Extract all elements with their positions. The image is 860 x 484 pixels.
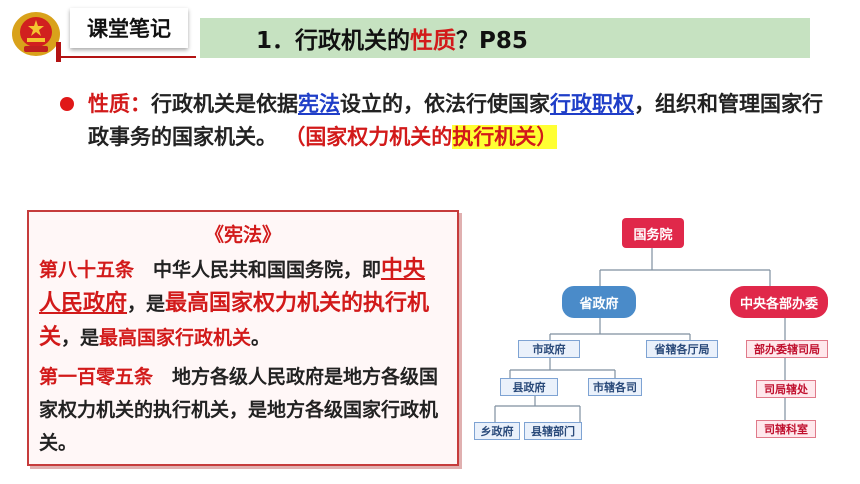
highlight-a: 国家权力机关的 [305, 125, 453, 149]
national-emblem-icon [10, 10, 62, 58]
article-85-label: 第八十五条 [39, 259, 135, 281]
topic-prefix: 1．行政机关的 [256, 28, 411, 54]
header-accent-bar [56, 42, 61, 62]
org-chart-connectors [494, 248, 786, 422]
article-85-text-2: ，是 [127, 293, 166, 315]
definition-text-1: 行政机关是依据 [151, 92, 298, 116]
highest-power-organ-term: 最高国家权力机关的执行机关 [39, 291, 430, 350]
topic-suffix: ？P85 [456, 28, 528, 54]
org-node-county-gov: 县政府 [500, 378, 558, 396]
central-government-term: 中央人民政府 [39, 257, 426, 316]
org-node-city-gov: 市政府 [518, 340, 580, 358]
org-node-provincial-gov: 省政府 [562, 286, 636, 318]
topic-keyword: 性质 [410, 28, 457, 54]
law-title: 《宪法》 [204, 224, 281, 246]
article-105: 第一百零五条 地方各级人民政府是地方各级国家权力机关的执行机关，是地方各级国家行… [39, 361, 447, 460]
org-node-city-departments: 市辖各司 [588, 378, 642, 396]
org-node-central-ministries: 中央各部办委 [730, 286, 828, 318]
org-node-bureau-divisions: 司局辖处 [756, 380, 816, 398]
org-node-county-departments: 县辖部门 [524, 422, 582, 440]
government-org-chart: 国务院 省政府 中央各部办委 市政府 省辖各厅局 部办委辖司局 县政府 市辖各司… [470, 210, 850, 470]
highest-admin-organ-term: 最高国家行政机关 [99, 327, 252, 349]
section-tag: 课堂笔记 [70, 8, 188, 48]
article-85-text-4: 。 [251, 327, 271, 349]
definition-text-2: 设立的，依法行使国家 [340, 92, 550, 116]
admin-power-link: 行政职权 [550, 92, 634, 116]
definition-text-3: ，组织和管理国家行政事务的国家机关。 [88, 92, 823, 149]
paren-close: ） [536, 125, 558, 149]
org-node-division-sections: 司辖科室 [756, 420, 816, 438]
paren-open: （ [284, 125, 306, 149]
definition-paragraph: 性质：行政机关是依据宪法设立的，依法行使国家行政职权，组织和管理国家行政事务的国… [60, 88, 830, 154]
org-node-state-council: 国务院 [622, 218, 684, 248]
topic-title-bar: 1．行政机关的性质？P85 [200, 18, 810, 58]
constitution-excerpt-box: 《宪法》 第八十五条 中华人民共和国国务院，即中央人民政府，是最高国家权力机关的… [27, 210, 459, 466]
org-node-township-gov: 乡政府 [474, 422, 520, 440]
highlight-b: 执行机关 [452, 125, 537, 149]
definition-label: 性质： [88, 92, 151, 116]
article-85-text-3: ，是 [61, 327, 100, 349]
org-node-ministry-bureaus: 部办委辖司局 [746, 340, 828, 358]
constitution-link: 宪法 [298, 92, 340, 116]
header-accent-line [56, 56, 196, 58]
article-105-text: 地方各级人民政府是地方各级国家权力机关的执行机关，是地方各级国家行政机关。 [39, 366, 439, 454]
bullet-icon [60, 97, 74, 111]
org-node-prov-departments: 省辖各厅局 [646, 340, 718, 358]
article-105-label: 第一百零五条 [39, 366, 154, 388]
article-85-text-1: 中华人民共和国国务院，即 [134, 259, 382, 281]
section-tag-label: 课堂笔记 [87, 17, 171, 41]
article-85: 第八十五条 中华人民共和国国务院，即中央人民政府，是最高国家权力机关的执行机关，… [39, 253, 447, 355]
